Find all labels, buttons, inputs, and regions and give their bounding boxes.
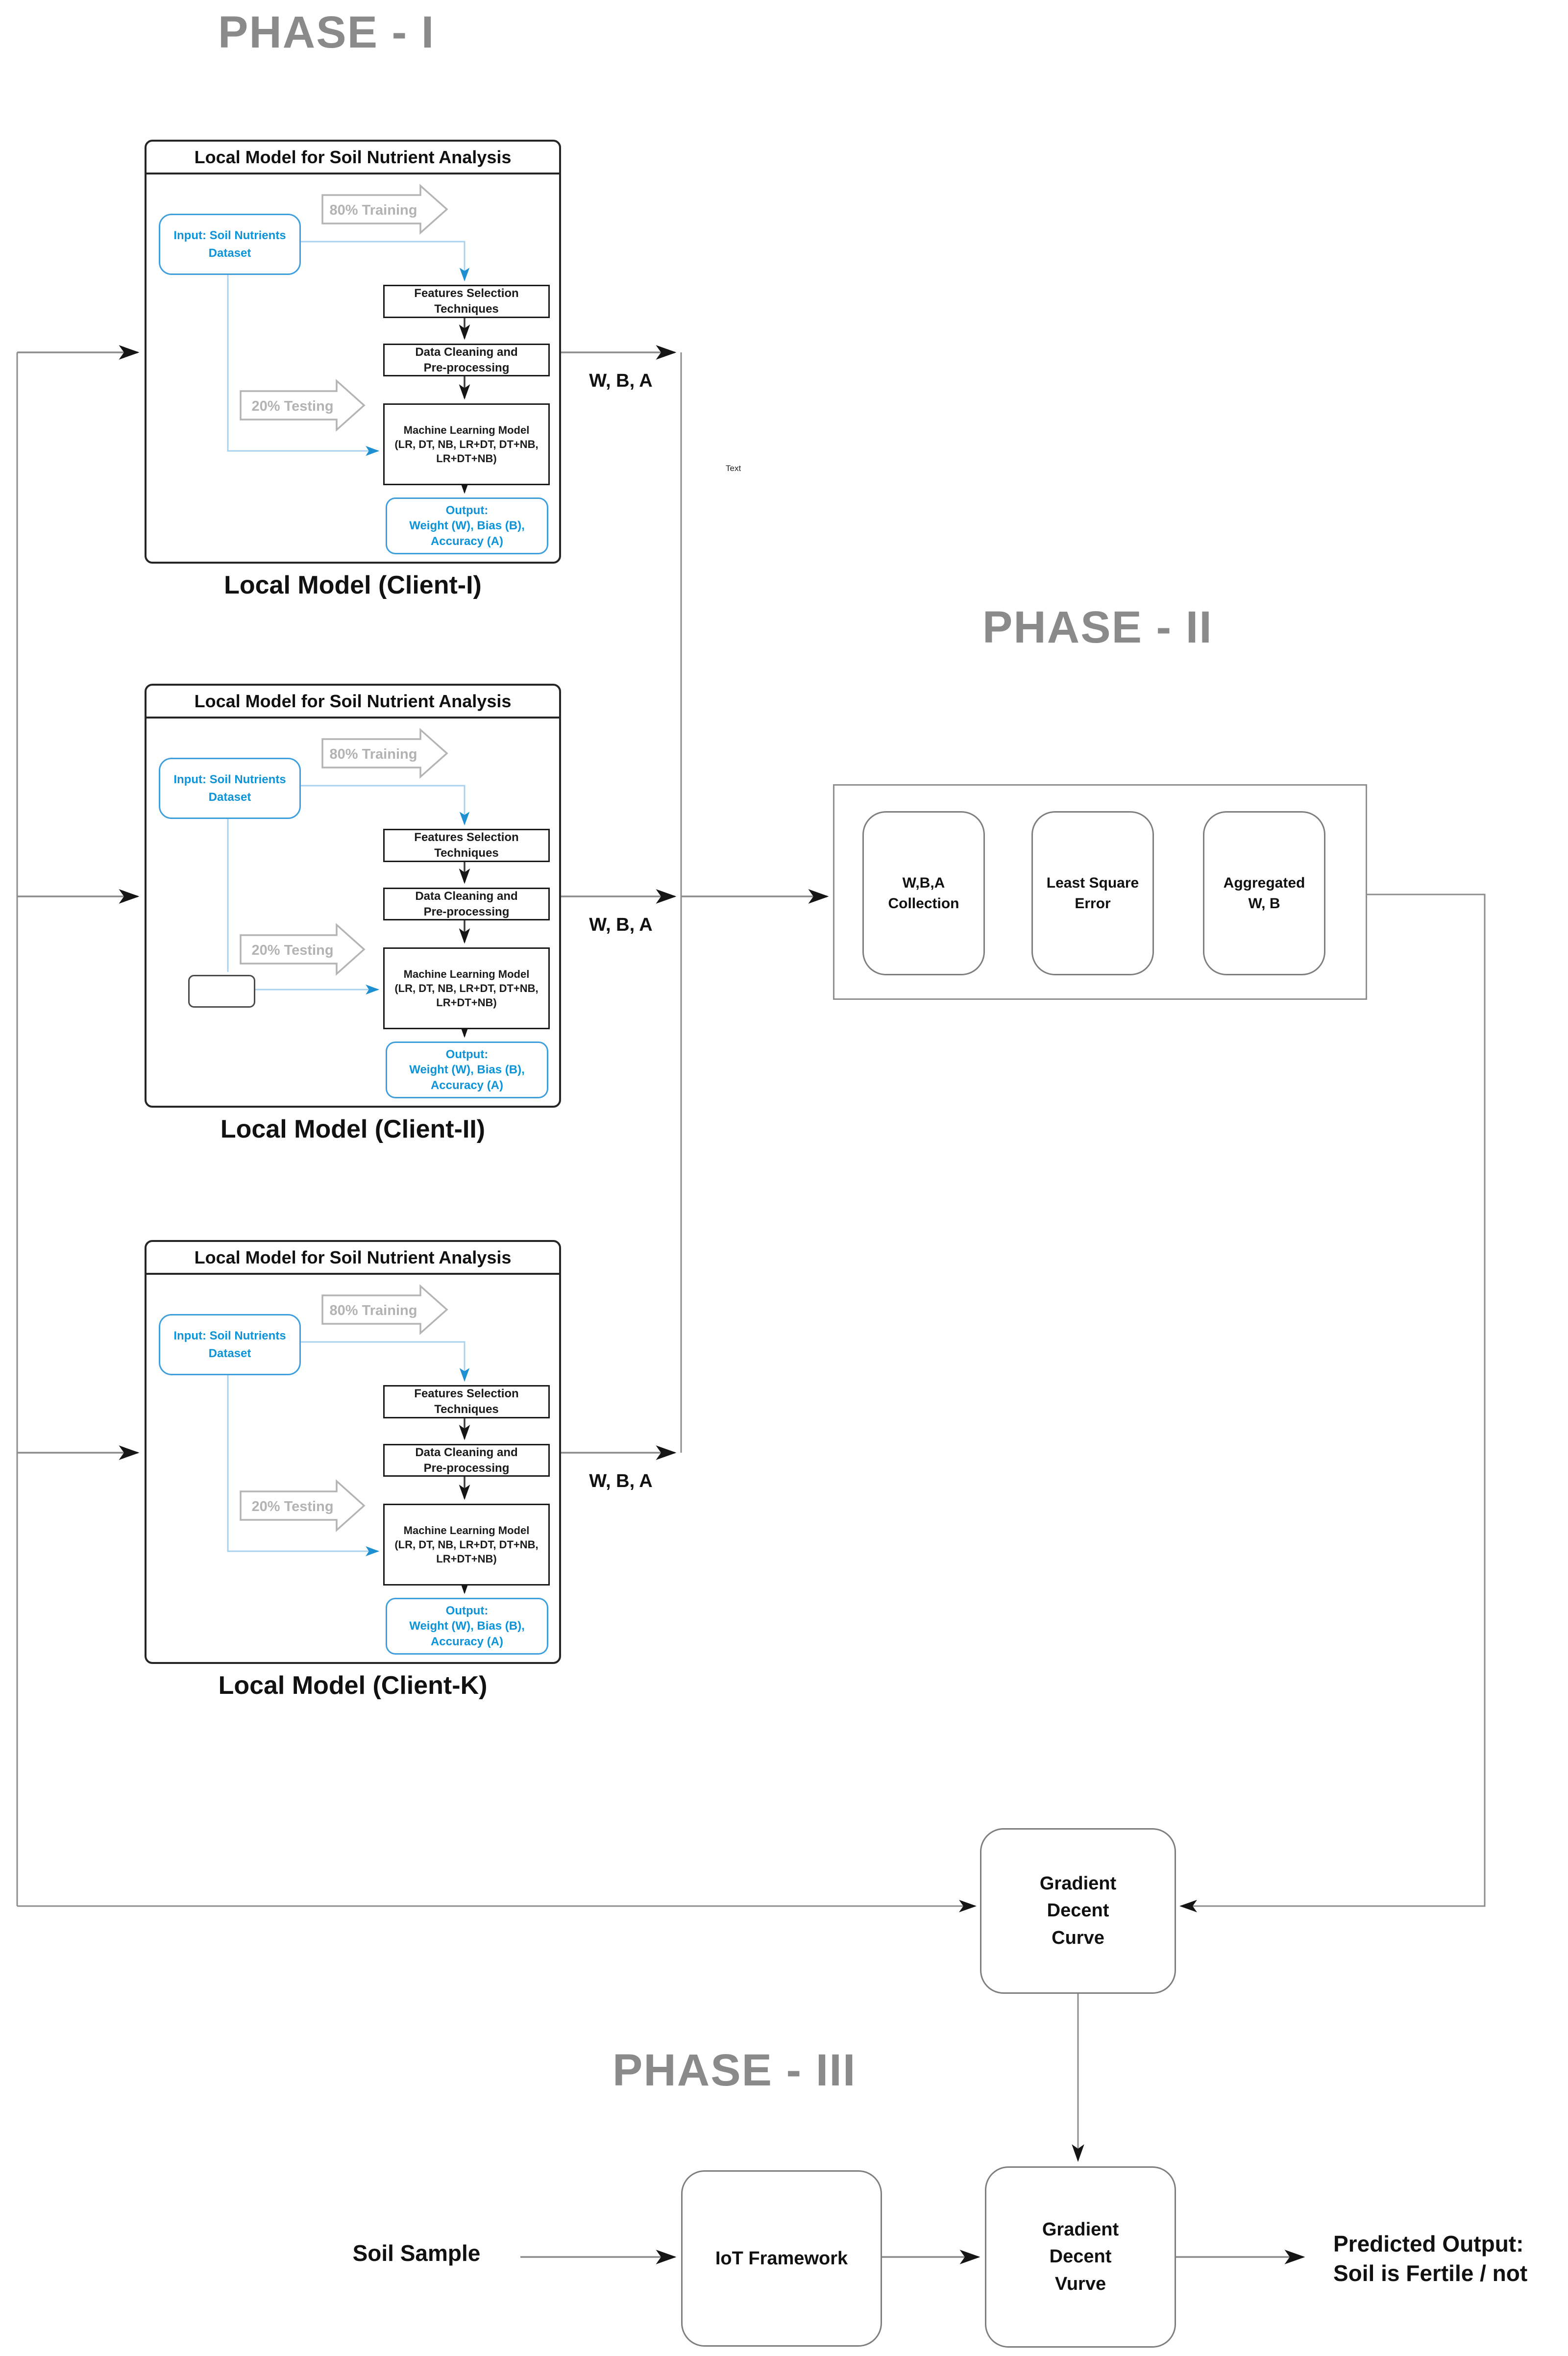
training-split-label: 80% Training [329,1303,417,1318]
phase2-to-gradient-arrow [1179,893,1486,1912]
phase-1-title: PHASE - I [218,7,435,57]
client-3-caption: Local Model (Client-K) [218,1671,488,1700]
data-cleaning-box: Data Cleaning and Pre-processing [383,1444,550,1477]
features-selection-box: Features Selection Techniques [383,829,550,862]
least-square-error-box: Least Square Error [1031,811,1154,975]
features-selection-box: Features Selection Techniques [383,285,550,318]
client-1-caption: Local Model (Client-I) [224,571,482,599]
client1-testing-line [227,273,380,456]
local-model-client-1: Local Model for Soil Nutrient Analysis I… [145,140,561,599]
local-model-title: Local Model for Soil Nutrient Analysis [147,1242,559,1275]
testing-split-label: 20% Testing [251,942,334,958]
local-model-title: Local Model for Soil Nutrient Analysis [147,686,559,719]
input-dataset-box: Input: Soil Nutrients Dataset [159,758,301,819]
output-box: Output: Weight (W), Bias (B), Accuracy (… [386,1042,548,1098]
wba-label-client-3: W, B, A [589,1471,653,1491]
predicted-output-label: Predicted Output: Soil is Fertile / not [1333,2231,1528,2286]
local-model-title: Local Model for Soil Nutrient Analysis [147,142,559,174]
training-split-label: 80% Training [329,746,417,762]
wba-collection-box: W,B,A Collection [862,811,985,975]
ml-model-box: Machine Learning Model (LR, DT, NB, LR+D… [383,1504,550,1586]
empty-node-box [188,975,255,1008]
training-split-label: 80% Training [329,202,417,218]
data-cleaning-box: Data Cleaning and Pre-processing [383,344,550,376]
phase-3-title: PHASE - III [612,2045,857,2095]
gradient-decent-vurve-box: Gradient Decent Vurve [985,2166,1176,2348]
soil-sample-label: Soil Sample [352,2240,481,2266]
features-selection-box: Features Selection Techniques [383,1385,550,1418]
testing-split-label: 20% Testing [251,1499,334,1514]
input-dataset-box: Input: Soil Nutrients Dataset [159,1314,301,1375]
wba-label-client-1: W, B, A [589,371,653,391]
client3-testing-line [227,1373,380,1557]
iot-framework-box: IoT Framework [681,2170,882,2347]
data-cleaning-box: Data Cleaning and Pre-processing [383,888,550,920]
phase-2-title: PHASE - II [982,602,1213,652]
input-dataset-box: Input: Soil Nutrients Dataset [159,214,301,275]
wba-label-client-2: W, B, A [589,915,653,935]
ml-model-box: Machine Learning Model (LR, DT, NB, LR+D… [383,947,550,1029]
client-2-caption: Local Model (Client-II) [220,1115,486,1143]
output-box: Output: Weight (W), Bias (B), Accuracy (… [386,1598,548,1655]
local-model-client-3: Local Model for Soil Nutrient Analysis I… [145,1240,561,1700]
local-model-client-2: Local Model for Soil Nutrient Analysis I… [145,684,561,1143]
stray-text-label: Text [726,464,741,473]
ml-model-box: Machine Learning Model (LR, DT, NB, LR+D… [383,403,550,485]
aggregated-wb-box: Aggregated W, B [1203,811,1325,975]
testing-split-label: 20% Testing [251,398,334,414]
gradient-decent-curve-box: Gradient Decent Curve [980,1828,1176,1994]
output-box: Output: Weight (W), Bias (B), Accuracy (… [386,497,548,554]
